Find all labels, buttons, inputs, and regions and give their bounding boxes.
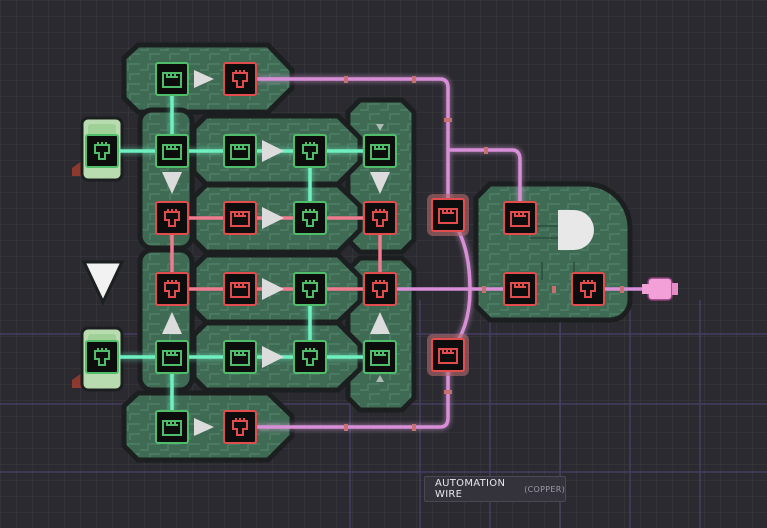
- ethernet-plug-icon[interactable]: [85, 340, 119, 374]
- ethernet-port-icon[interactable]: [223, 340, 257, 374]
- tooltip-title: AUTOMATION WIRE: [435, 478, 506, 500]
- ethernet-plug-icon[interactable]: [363, 201, 397, 235]
- ethernet-port-icon[interactable]: [223, 272, 257, 306]
- ethernet-plug-icon[interactable]: [293, 272, 327, 306]
- triangle-arrow-icon: [162, 70, 390, 436]
- ethernet-port-icon[interactable]: [503, 272, 537, 306]
- ethernet-plug-icon[interactable]: [571, 272, 605, 306]
- ethernet-port-icon[interactable]: [223, 201, 257, 235]
- ethernet-plug-icon[interactable]: [85, 134, 119, 168]
- ethernet-plug-icon[interactable]: [293, 134, 327, 168]
- ethernet-port-icon[interactable]: [155, 340, 189, 374]
- ethernet-plug-icon[interactable]: [155, 201, 189, 235]
- ethernet-plug-icon[interactable]: [363, 272, 397, 306]
- ethernet-plug-icon[interactable]: [293, 340, 327, 374]
- ethernet-port-icon[interactable]: [155, 62, 189, 96]
- ethernet-port-icon[interactable]: [363, 340, 397, 374]
- ethernet-port-icon[interactable]: [427, 334, 469, 376]
- tooltip-subtitle: (COPPER): [524, 484, 565, 494]
- ethernet-port-icon[interactable]: [503, 201, 537, 235]
- hover-tooltip: AUTOMATION WIRE (COPPER): [424, 476, 566, 502]
- rotation-arrow-icon: [81, 260, 125, 306]
- ethernet-port-icon[interactable]: [363, 134, 397, 168]
- and-gate[interactable]: [473, 181, 633, 323]
- ethernet-plug-icon[interactable]: [223, 410, 257, 444]
- ethernet-plug-icon[interactable]: [223, 62, 257, 96]
- ethernet-plug-icon[interactable]: [155, 272, 189, 306]
- ethernet-port-icon[interactable]: [427, 194, 469, 236]
- ethernet-port-icon[interactable]: [223, 134, 257, 168]
- ethernet-plug-icon[interactable]: [293, 201, 327, 235]
- ethernet-port-icon[interactable]: [155, 134, 189, 168]
- signal-receiver-icon[interactable]: [642, 277, 678, 301]
- and-gate-icon: [558, 210, 594, 250]
- ethernet-port-icon[interactable]: [155, 410, 189, 444]
